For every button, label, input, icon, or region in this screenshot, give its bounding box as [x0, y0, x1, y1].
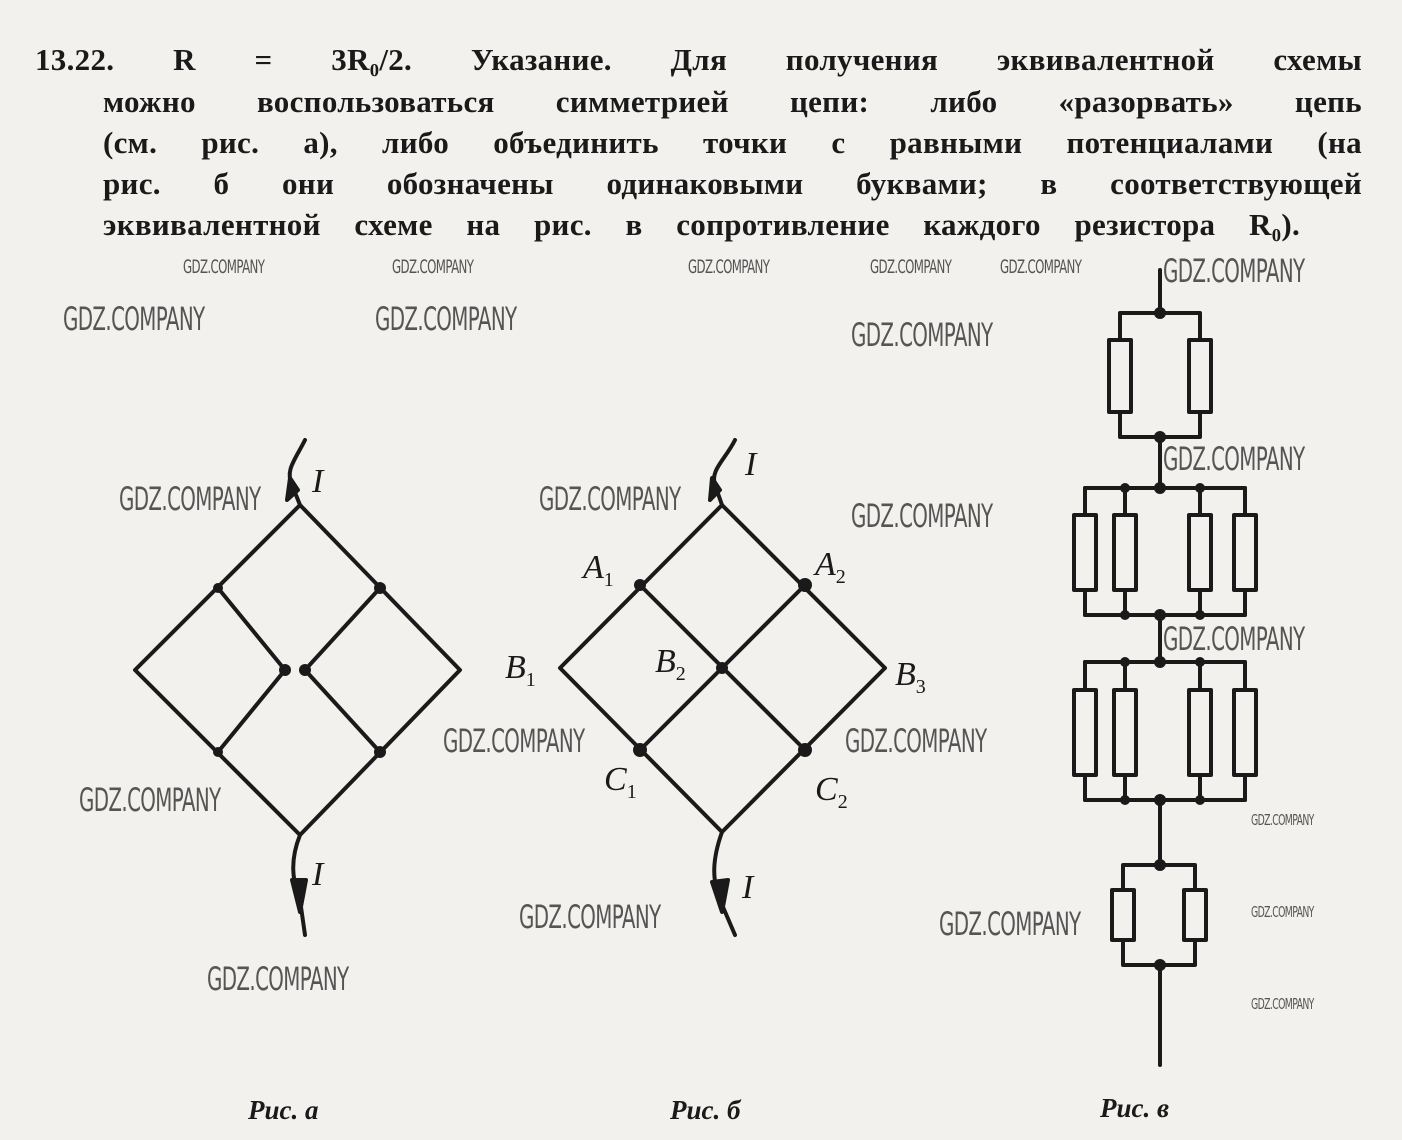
watermark: GDZ.COMPANY [375, 300, 517, 338]
watermark: GDZ.COMPANY [939, 905, 1081, 943]
node-a2-label: A2 [813, 546, 846, 588]
watermark: GDZ.COMPANY [183, 256, 265, 278]
watermark: GDZ.COMPANY [1251, 811, 1314, 829]
watermark: GDZ.COMPANY [1251, 995, 1314, 1013]
figure-b-circuit [558, 438, 887, 937]
node-b1-label: B1 [505, 649, 536, 691]
figure-v-circuit [1072, 268, 1258, 1067]
figure-b-current-in-label: I [744, 446, 758, 483]
watermark: GDZ.COMPANY [1251, 903, 1314, 921]
watermark: GDZ.COMPANY [1000, 256, 1082, 278]
node-b3-label: B3 [895, 656, 926, 698]
watermark: GDZ.COMPANY [207, 960, 349, 998]
text-line-2: можно воспользоваться симметрией цепи: л… [103, 84, 1362, 119]
watermark: GDZ.COMPANY [79, 781, 221, 819]
watermark: GDZ.COMPANY [851, 497, 993, 535]
resistors [1072, 338, 1258, 942]
watermark: GDZ.COMPANY [392, 256, 474, 278]
node-c1-label: C1 [604, 761, 637, 803]
watermark: GDZ.COMPANY [119, 480, 261, 518]
text-line-1: 13.22. R = 3R₀/2. Указание. Для получени… [35, 42, 1362, 77]
watermark: GDZ.COMPANY [851, 316, 993, 354]
node-a1-label: A1 [581, 549, 614, 591]
watermark: GDZ.COMPANY [1163, 440, 1305, 478]
text-line-3: (см. рис. а), либо объединить точки с ра… [103, 125, 1362, 160]
watermark: GDZ.COMPANY [870, 256, 952, 278]
figure-a-current-in-label: I [311, 463, 325, 500]
figure-a-current-out-label: I [311, 856, 325, 893]
figure-a-circuit [133, 438, 462, 937]
figure-b-caption: Рис. б [670, 1095, 741, 1125]
node-b2-label: B2 [655, 643, 686, 685]
watermark: GDZ.COMPANY [845, 722, 987, 760]
watermark: GDZ.COMPANY [539, 480, 681, 518]
figure-a-caption: Рис. а [248, 1095, 319, 1125]
watermark: GDZ.COMPANY [688, 256, 770, 278]
text-line-4: рис. б они обозначены одинаковыми буквам… [103, 166, 1362, 201]
watermark: GDZ.COMPANY [1163, 252, 1305, 290]
text-line-5: эквивалентной схеме на рис. в сопротивле… [103, 207, 1300, 242]
node-c2-label: C2 [815, 771, 848, 813]
watermark: GDZ.COMPANY [1163, 620, 1305, 658]
figure-v-caption: Рис. в [1100, 1093, 1170, 1123]
watermark: GDZ.COMPANY [443, 722, 585, 760]
watermark: GDZ.COMPANY [519, 898, 661, 936]
figure-b-current-out-label: I [741, 869, 755, 906]
watermark: GDZ.COMPANY [63, 300, 205, 338]
